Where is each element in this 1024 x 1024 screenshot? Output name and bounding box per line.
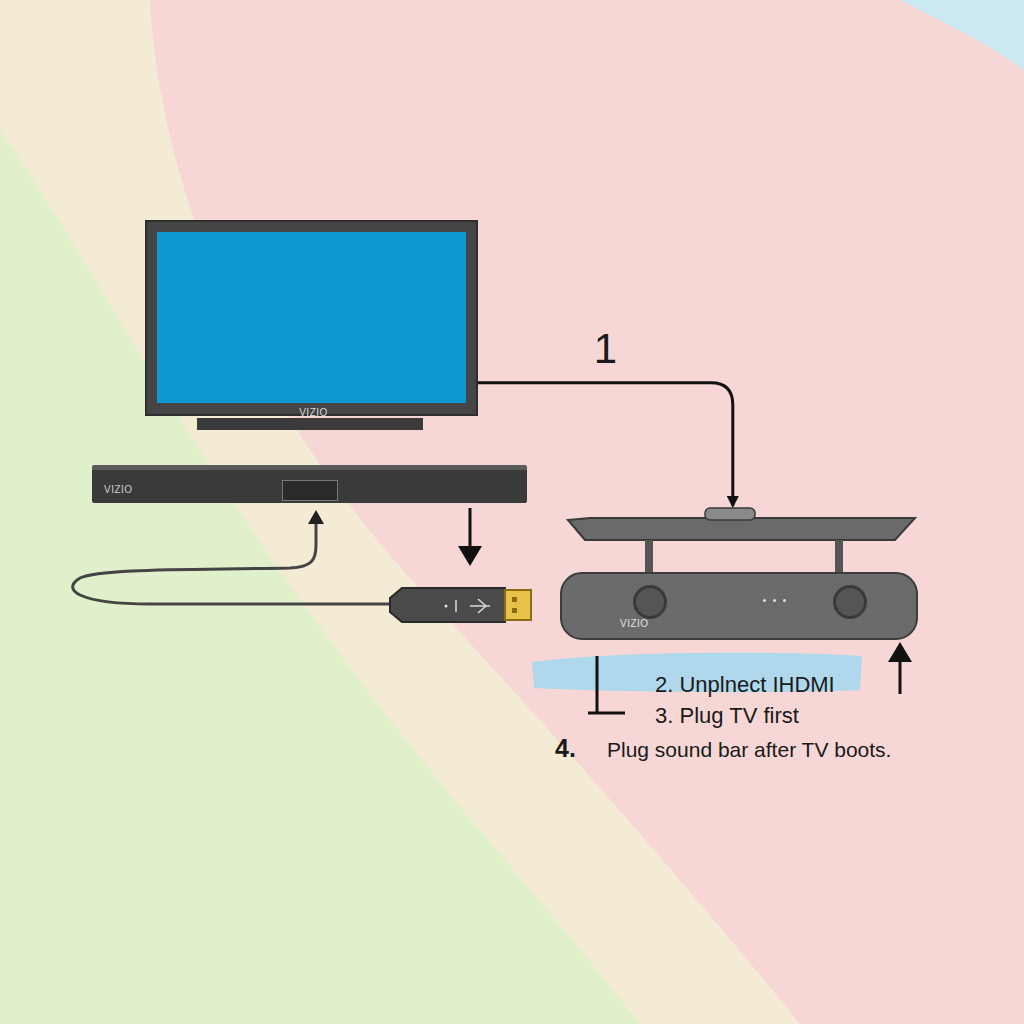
brand-label: VIZIO [104, 484, 184, 495]
step-note: 3. Plug TV first [655, 703, 799, 729]
step-note: 2. Unplnect IHDMI [655, 672, 835, 698]
brand-label: VIZIO [147, 407, 480, 418]
hdmi-port [282, 480, 338, 501]
tv: VIZIO [145, 220, 478, 416]
step-note: Plug sound bar after TV boots. [607, 738, 891, 762]
tv-screen [157, 232, 466, 403]
indicator-dot [783, 599, 786, 602]
speaker [833, 585, 867, 619]
sound-bar: VIZIO [560, 508, 920, 642]
step-note: 4. [555, 734, 576, 763]
callout-number: 1 [594, 325, 617, 373]
brand-label: VIZIO [620, 618, 680, 629]
sound-bar-base: VIZIO [92, 465, 527, 503]
speaker [633, 585, 667, 619]
indicator-dot [763, 599, 766, 602]
indicator-dot [773, 599, 776, 602]
